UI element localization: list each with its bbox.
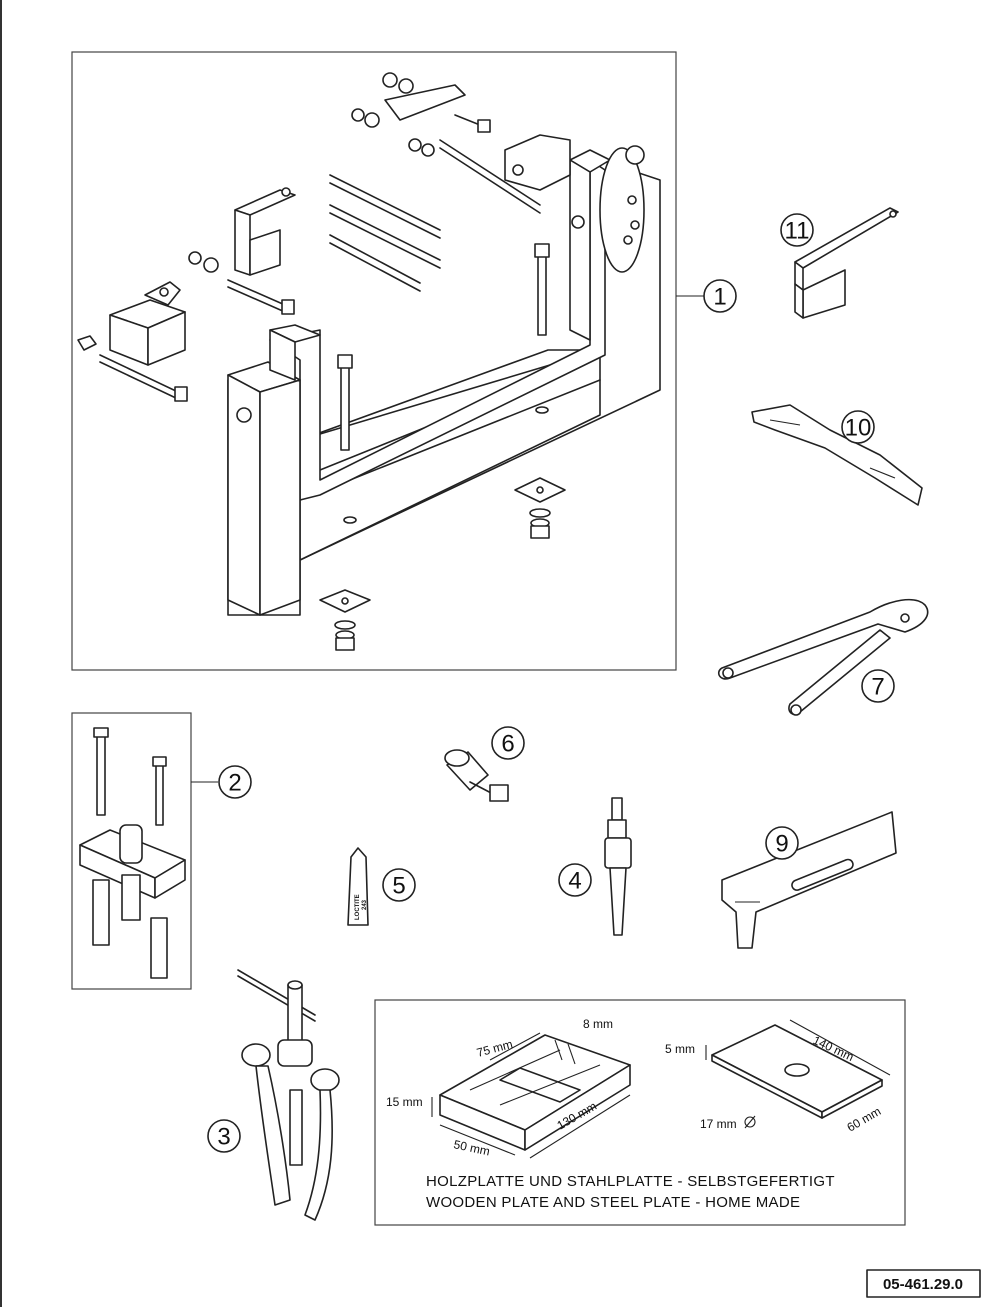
adapter-drawing bbox=[444, 749, 509, 802]
wood-width-dim: 50 mm bbox=[452, 1137, 491, 1158]
wooden-plate-drawing bbox=[431, 1032, 631, 1159]
engine-stand-frame-box bbox=[71, 51, 677, 671]
steel-hole-dim: 17 mm bbox=[700, 1117, 737, 1131]
callout-11-label: 11 bbox=[785, 218, 810, 245]
steel-plate-drawing bbox=[705, 1019, 891, 1129]
callout-7: 9 bbox=[765, 826, 799, 860]
callout-7-label: 9 bbox=[775, 831, 788, 858]
wood-slot-dim: 8 mm bbox=[583, 1017, 613, 1031]
holding-wrench-drawing bbox=[721, 811, 897, 949]
homemade-plates-frame-box bbox=[374, 999, 906, 1226]
engine-stand-drawing bbox=[77, 72, 661, 651]
loctite-number-label: 243 bbox=[362, 899, 368, 910]
callout-3-label: 3 bbox=[217, 1124, 230, 1151]
loctite-brand-label: LOCTITE bbox=[355, 894, 361, 920]
callout-9-label: 7 bbox=[871, 674, 884, 701]
slide-hammer-drawing bbox=[604, 797, 632, 936]
callout-2: 2 bbox=[191, 765, 252, 799]
callout-10: 10 bbox=[841, 410, 875, 444]
callout-6: 6 bbox=[491, 726, 525, 760]
gear-puller-drawing bbox=[237, 969, 340, 1221]
callout-4: 4 bbox=[558, 863, 592, 897]
bracket-drawing bbox=[794, 207, 899, 319]
callout-11: 11 bbox=[780, 213, 814, 247]
puller-kit-drawing bbox=[79, 727, 186, 979]
loctite-tube-drawing: LOCTITE 243 bbox=[347, 847, 369, 926]
caption-english: WOODEN PLATE AND STEEL PLATE - HOME MADE bbox=[426, 1194, 800, 1211]
reference-code: 05-461.29.0 bbox=[883, 1276, 963, 1293]
steel-width-dim: 60 mm bbox=[845, 1104, 884, 1134]
callout-6-label: 6 bbox=[501, 731, 514, 758]
callout-4-label: 4 bbox=[568, 868, 581, 895]
callout-1: 1 bbox=[676, 279, 737, 313]
pin-wrench-drawing bbox=[718, 598, 929, 716]
callout-2-label: 2 bbox=[228, 770, 241, 797]
flat-blade-drawing bbox=[751, 404, 923, 506]
callout-9: 7 bbox=[861, 669, 895, 703]
caption-german: HOLZPLATTE UND STAHLPLATTE - SELBSTGEFER… bbox=[426, 1173, 835, 1190]
callout-1-label: 1 bbox=[713, 284, 726, 311]
wood-height-dim: 15 mm bbox=[386, 1095, 423, 1109]
callout-3: 3 bbox=[207, 1119, 241, 1153]
puller-kit-frame-box bbox=[71, 712, 192, 990]
steel-thickness-dim: 5 mm bbox=[665, 1042, 695, 1056]
reference-code-box bbox=[866, 1269, 981, 1298]
callout-10-label: 10 bbox=[845, 415, 872, 442]
callout-5: 5 bbox=[382, 868, 416, 902]
callout-5-label: 5 bbox=[392, 873, 405, 900]
